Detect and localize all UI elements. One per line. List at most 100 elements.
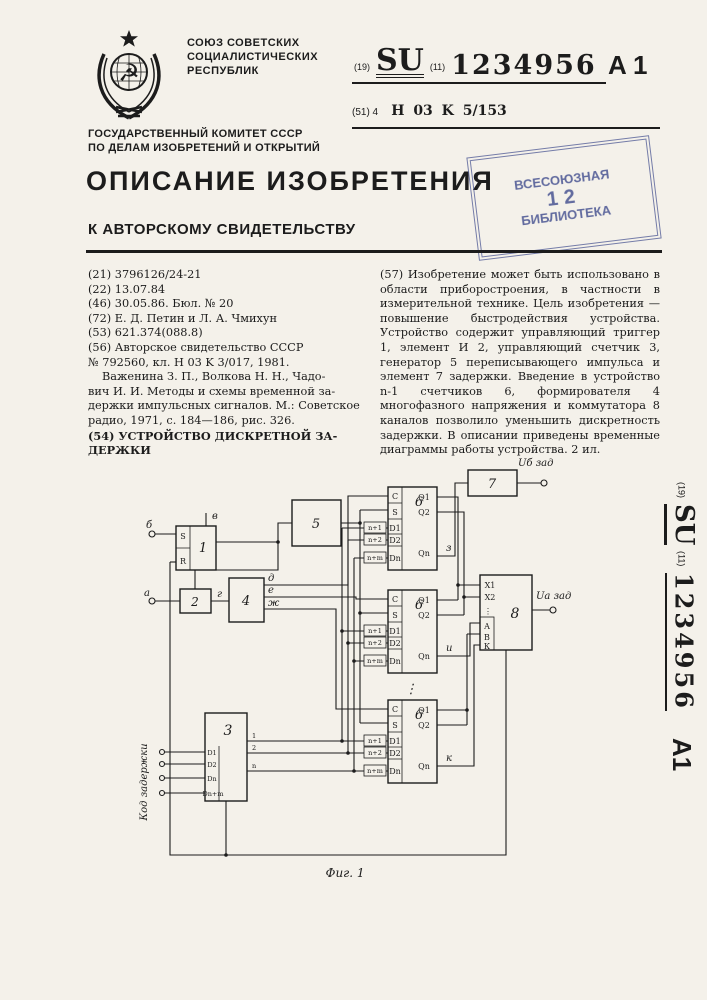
bus-label-nm: n+m [367,657,383,665]
invention-title-line: (54) УСТРОЙСТВО ДИСКРЕТНОЙ ЗА- [88,428,338,443]
code-19: (19) [354,62,371,72]
biblio-line: Важенина З. П., Волкова Н. Н., Чадо- [102,370,326,384]
delay-code-label: Код задержки [139,743,150,821]
biblio-line: (56) Авторское свидетельство СССР [88,340,304,354]
bibliographic-column: (21) 3796126/24-21 (22) 13.07.84 (46) 30… [88,268,364,458]
bus-label-n2: n+2 [368,639,382,647]
biblio-line: вич И. И. Методы и схемы временной за- [88,384,336,398]
code-input-terminal [158,774,166,782]
committee-line: ГОСУДАРСТВЕННЫЙ КОМИТЕТ СССР [88,128,303,140]
bus-label-n2: n+2 [368,749,382,757]
block-8-commutator: X1 X2 ⋮ А В К 8 Uа зад [479,574,571,651]
bus-label-n1: n+1 [368,627,382,635]
union-line: СОЦИАЛИСТИЧЕСКИХ [187,51,319,63]
pin-d2: D2 [389,536,401,545]
union-line: РЕСПУБЛИК [187,65,259,77]
pin-d2: D2 [389,639,401,648]
pin-r: R [180,557,187,566]
document-kind: A 1 [608,50,648,80]
biblio-line: радио, 1971, с. 184—186, рис. 326. [88,413,295,427]
block-7-label: 7 [488,477,497,492]
block-6-label: 6 [415,598,423,613]
pin-x2: X2 [485,593,496,602]
sidebar-country-code: SU [664,504,699,546]
document-number: 1234956 [451,50,597,81]
b3-pin-d2: D2 [207,761,216,769]
bus-label-nm: n+m [367,554,383,562]
input-terminal-b [148,530,156,538]
code-input-terminal [158,760,166,768]
figure-caption: Фиг. 1 [325,866,364,880]
block-3-label: 3 [224,723,233,739]
biblio-line: держки импульсных сигналов. М.: Советско… [88,399,360,413]
pins-ellipsis: ⋮ [484,607,492,616]
biblio-line: (53) 621.374(088.8) [88,326,203,340]
union-line: СОЮЗ СОВЕТСКИХ [187,37,300,49]
pin-qn: Qn [418,762,430,771]
output-terminal-ub [540,479,548,487]
abstract-column: (57) Изобретение может быть использовано… [380,268,660,457]
pin-c: C [392,595,398,604]
wire-label-a: а [144,588,150,599]
output-terminal-ua [549,606,557,614]
block-5-generator: 5 [291,499,342,547]
block-2-label: 2 [190,595,199,609]
sidebar-code-11: (11) [676,551,687,567]
document-title: ОПИСАНИЕ ИЗОБРЕТЕНИЯ [86,166,494,196]
code-input-terminal [158,789,166,797]
ussr-emblem: ☭ [97,30,161,120]
code-input-terminal [158,748,166,756]
b3-out-1: 1 [252,732,256,740]
pin-s: S [392,508,397,517]
committee-line: ПО ДЕЛАМ ИЗОБРЕТЕНИЙ И ОТКРЫТИЙ [88,142,321,154]
wire-label-v: в [212,511,218,522]
block-5-label: 5 [312,517,320,532]
block-1-trigger: S R 1 б в [146,511,218,571]
ipc-prefix: (51) 4 [352,107,379,118]
pin-q2: Q2 [418,611,430,620]
block-7-delay: 7 Uб зад [467,458,553,497]
pin-d1: D1 [389,627,401,636]
pin-c: C [392,705,398,714]
biblio-line: (72) Е. Д. Петин и Л. А. Чмихун [88,311,278,325]
invention-title-line: ДЕРЖКИ [88,443,151,458]
block-4-former: 4 д е ж [228,573,280,623]
sidebar-publication-number: (19) SU (11) 1234956 [664,482,699,711]
output-label-ua: Uа зад [536,591,571,602]
counters-ellipsis: ⋮ [405,682,418,697]
publication-line: (19) SU (11) 1234956 [352,43,606,84]
pin-d2: D2 [389,749,401,758]
b3-pin-dnm: Dn+m [202,790,223,798]
union-name: СОЮЗ СОВЕТСКИХ СОЦИАЛИСТИЧЕСКИХ РЕСПУБЛИ… [187,36,318,78]
pin-dn: Dn [389,554,401,563]
biblio-line: (46) 30.05.86. Бюл. № 20 [88,297,234,311]
pin-b: В [484,633,490,642]
pin-dn: Dn [389,657,401,666]
country-code: SU [376,43,424,78]
sidebar-number: 1234956 [664,572,699,711]
sidebar-code-19: (19) [676,482,687,499]
counter-6-3: C S D1 D2 Dn 6 Q1 Q2 Qn n+1 n+2 n+m [363,699,438,784]
circuit-diagram: 7 Uб зад S R 1 б в 2 а г [139,458,571,880]
wire-label-b: б [146,520,153,531]
block-6-label: 6 [415,708,423,723]
library-stamp: ВСЕСОЮЗНАЯ 12 БИБЛИОТЕКА [466,135,662,261]
wire-label-d: д [268,573,274,584]
block-4-label: 4 [241,594,250,609]
biblio-line: (22) 13.07.84 [88,282,166,296]
pin-s: S [180,532,185,541]
counter-6-2: C S D1 D2 Dn 6 Q1 Q2 Qn n+1 n+2 n+m [363,589,438,674]
block-8-label: 8 [511,606,520,622]
biblio-line: (21) 3796126/24-21 [88,268,202,281]
bus-label-n1: n+1 [368,524,382,532]
pin-s: S [392,721,397,730]
committee: ГОСУДАРСТВЕННЫЙ КОМИТЕТ СССР ПО ДЕЛАМ ИЗ… [88,127,320,155]
pin-q2: Q2 [418,721,430,730]
pin-d1: D1 [389,524,401,533]
block-2-and: 2 а г [144,588,229,614]
block-6-label: 6 [415,495,423,510]
header-rule [86,250,662,253]
pin-q1: Q1 [418,706,430,715]
pin-s: S [392,611,397,620]
